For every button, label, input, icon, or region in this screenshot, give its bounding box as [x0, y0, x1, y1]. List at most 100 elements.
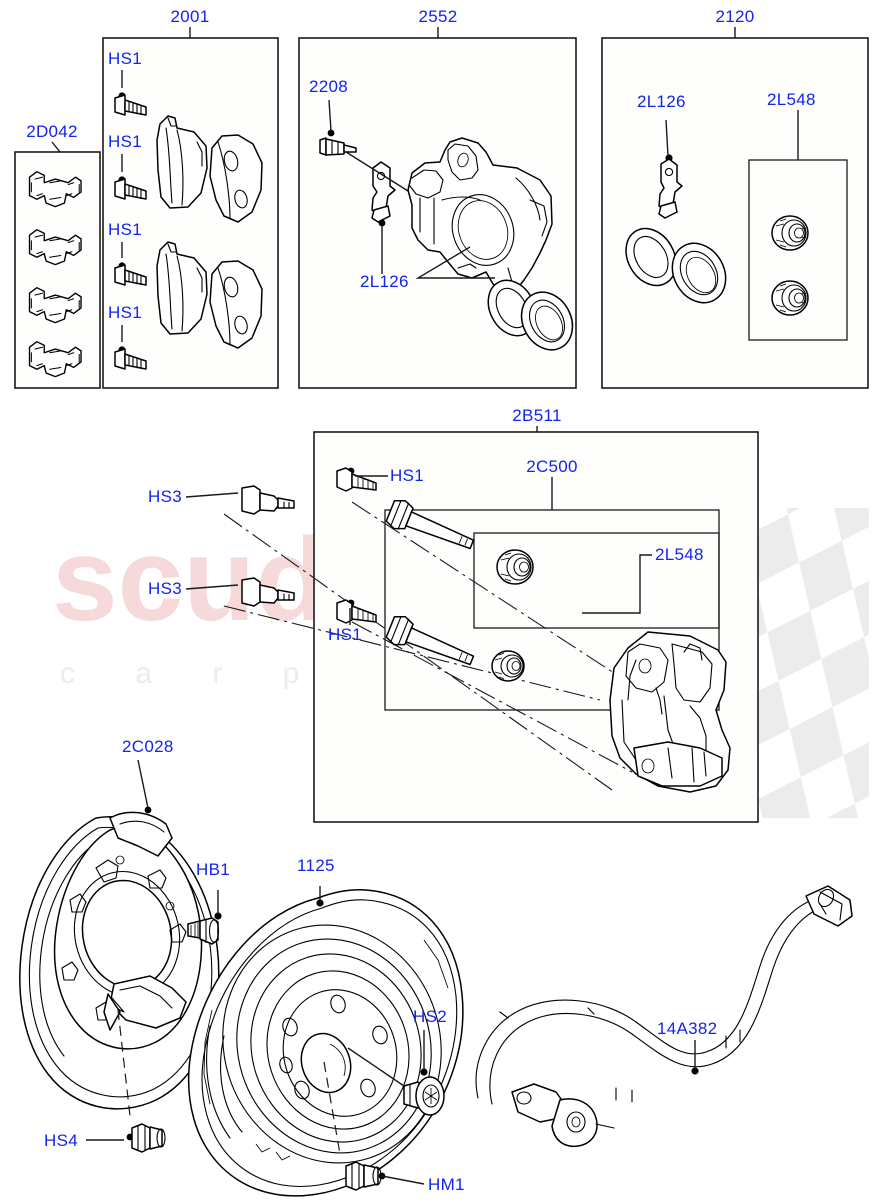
assembly-axis-lines	[223, 501, 641, 791]
caliper-carrier-bracket	[609, 631, 731, 793]
caliper-seal-2-inner-2	[535, 305, 563, 341]
backing-plate-axis	[117, 1009, 131, 1117]
abs-clip-2	[725, 1029, 741, 1049]
bleed-screw	[319, 129, 357, 156]
carrier-guide-boot-1	[496, 549, 534, 585]
callout-2C500: 2C500	[526, 457, 578, 476]
callout-2001: 2001	[170, 7, 209, 26]
callout-2D042: 2D042	[26, 122, 78, 141]
callout-2208: 2208	[309, 77, 348, 96]
brake-backing-plate-group	[19, 811, 220, 1110]
leader-HS3-b	[185, 584, 239, 590]
disc-face-ring-3	[250, 953, 422, 1143]
repair-seal-2	[671, 242, 727, 304]
leader-2208	[328, 99, 332, 132]
brake-pad-inner-1	[156, 115, 208, 209]
callout-2C028: 2C028	[122, 737, 174, 756]
repair-kit-group	[625, 119, 809, 316]
callout-HS1-d: HS1	[108, 303, 142, 322]
carrier-bolt-2	[241, 577, 295, 607]
callout-2552: 2552	[418, 7, 457, 26]
callout-HS1-e: HS1	[390, 466, 424, 485]
abs-clip-4	[499, 1007, 595, 1019]
callout-labels: 2001 2552 2120 2D042 HS1 HS1 HS1 HS1 220…	[26, 7, 816, 1194]
repair-seal-1	[625, 227, 677, 287]
callout-2L548-b: 2L548	[655, 545, 704, 564]
caliper-seal-2	[520, 291, 574, 351]
callout-HS4: HS4	[44, 1131, 78, 1150]
callout-HS2: HS2	[413, 1007, 447, 1026]
abs-clip-3	[819, 903, 827, 915]
disc-hat-edge	[266, 970, 410, 1130]
disc-center-bore	[300, 1032, 352, 1094]
guide-pin-boot-2	[771, 280, 809, 316]
repair-seal-1-inner	[633, 235, 669, 279]
brake-pad-outer-1	[209, 134, 263, 223]
callout-HS1-b: HS1	[108, 132, 142, 151]
callout-1125: 1125	[297, 856, 335, 875]
pad-clip-group	[28, 170, 82, 378]
caliper-slide-pin-2	[385, 615, 475, 666]
callout-2120: 2120	[715, 7, 754, 26]
abs-clip-1	[615, 1087, 633, 1103]
disc-retaining-nut	[345, 1161, 386, 1191]
caliper-seal-1-inner	[495, 287, 529, 329]
callout-HS1-f: HS1	[328, 625, 362, 644]
callout-HM1: HM1	[428, 1175, 465, 1194]
callout-2L126-a: 2L126	[360, 272, 409, 291]
caliper-seal-2-inner	[528, 299, 566, 343]
caliper-group	[319, 99, 574, 351]
disc-stud-hole-5	[294, 1080, 310, 1100]
disc-stud-hole-6	[279, 1056, 293, 1074]
callout-2L126-b: 2L126	[637, 92, 686, 111]
caliper-slide-pin-1	[385, 499, 475, 550]
backing-plate-bolt	[187, 917, 220, 945]
guide-pin-boot-box-2	[473, 532, 720, 629]
repair-seal-2-inner	[679, 250, 719, 296]
carrier-bolt-1	[241, 485, 295, 515]
callout-HS3-a: HS3	[148, 487, 182, 506]
callout-HS3-b: HS3	[148, 579, 182, 598]
leader-2L548-b	[582, 554, 652, 614]
dot-HS2	[420, 1068, 428, 1076]
leader-2L126-b	[665, 119, 669, 157]
callout-14A382: 14A382	[657, 1019, 717, 1038]
leader-HM1	[381, 1175, 425, 1185]
leader-guide-pin-to-caliper	[345, 151, 417, 197]
guide-bolt-2	[336, 599, 377, 624]
backing-plate-nut	[126, 1123, 166, 1153]
leader-2C028	[137, 759, 149, 809]
abs-sensor-body	[551, 1098, 598, 1148]
carrier-assembly-group	[185, 467, 731, 793]
disc-stud-hole-1	[282, 1017, 298, 1037]
guide-bolt-1	[336, 467, 377, 492]
disc-stud-hole-4	[360, 1078, 376, 1098]
caliper-guide-pin-left	[371, 161, 396, 227]
repair-kit-guide-pin	[658, 154, 683, 219]
disc-locating-screw	[403, 1076, 445, 1116]
disc-face-ring-1	[222, 924, 442, 1164]
carrier-guide-boot-2	[491, 650, 525, 682]
brake-pad-outer-2	[209, 260, 263, 349]
repair-seal-2-inner-2	[685, 256, 717, 294]
leader-2D042	[51, 141, 61, 153]
dot-1125	[316, 899, 324, 907]
callout-HS1-a: HS1	[108, 49, 142, 68]
disc-face-ring-2	[236, 938, 432, 1154]
leader-HS3-a	[185, 492, 239, 498]
callout-2B511: 2B511	[512, 406, 561, 425]
callout-HS1-c: HS1	[108, 220, 142, 239]
brake-pad-inner-2	[156, 241, 208, 335]
abs-sensor-harness	[475, 885, 853, 1148]
guide-pin-boot-1	[771, 215, 809, 251]
pad-bolt-group	[114, 70, 263, 370]
dot-2C028	[144, 806, 152, 814]
callout-2L548-a: 2L548	[767, 90, 816, 109]
backing-plate-tab-top	[109, 811, 173, 857]
leader-caliper-seals	[415, 246, 495, 279]
dot-14A382	[691, 1067, 699, 1075]
disc-stud-hole-3	[372, 1025, 388, 1045]
dot-HB1	[214, 912, 222, 920]
